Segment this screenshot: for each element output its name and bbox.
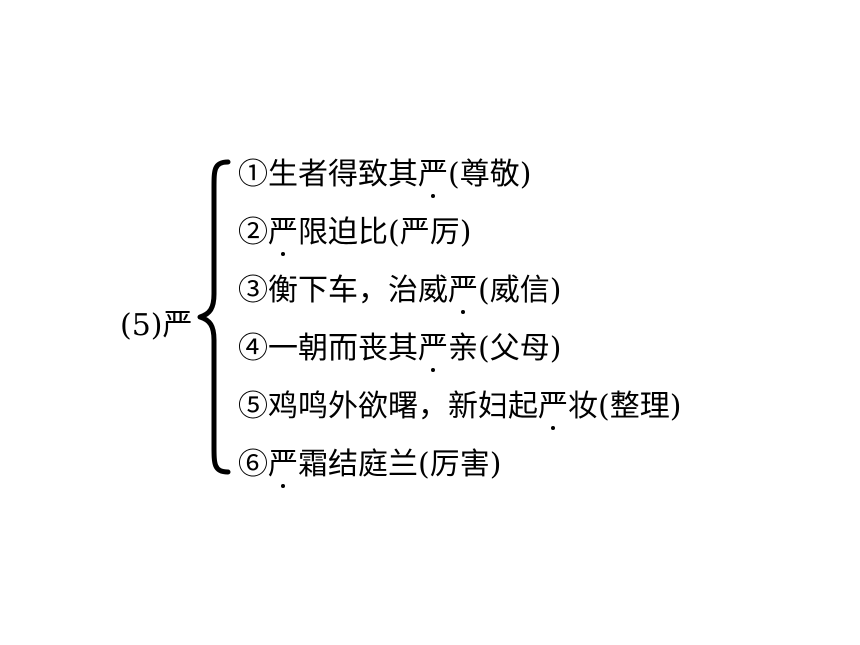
item-marker: ① xyxy=(238,157,268,192)
item-text-before: 衡下车，治威 xyxy=(268,273,448,308)
emphasized-character: 严 xyxy=(268,215,298,250)
list-item: ③衡下车，治威严(威信) xyxy=(238,271,561,311)
item-marker: ⑥ xyxy=(238,447,268,482)
list-item: ⑤鸡鸣外欲曙，新妇起严妆(整理) xyxy=(238,387,681,427)
item-text-after: 亲 xyxy=(448,331,478,366)
item-marker: ③ xyxy=(238,273,268,308)
item-marker: ④ xyxy=(238,331,268,366)
item-text-before: 生者得致其 xyxy=(268,157,418,192)
list-item: ④一朝而丧其严亲(父母) xyxy=(238,329,561,369)
emphasized-character: 严 xyxy=(268,447,298,482)
term-heading: (5)严 xyxy=(120,306,193,346)
curly-brace-icon xyxy=(197,159,231,475)
item-text-after: 霜结庭兰 xyxy=(298,447,418,482)
emphasized-character: 严 xyxy=(418,331,448,366)
item-text-before: 鸡鸣外欲曙，新妇起 xyxy=(268,389,538,424)
item-gloss: (严厉) xyxy=(388,215,472,250)
item-gloss: (厉害) xyxy=(418,447,502,482)
emphasized-character: 严 xyxy=(418,157,448,192)
item-text-after: 限迫比 xyxy=(298,215,388,250)
item-marker: ⑤ xyxy=(238,389,268,424)
item-marker: ② xyxy=(238,215,268,250)
term-word: 严 xyxy=(162,308,193,343)
emphasized-character: 严 xyxy=(538,389,568,424)
list-item: ⑥严霜结庭兰(厉害) xyxy=(238,445,501,485)
term-number: (5) xyxy=(120,308,163,343)
item-text-before: 一朝而丧其 xyxy=(268,331,418,366)
item-gloss: (整理) xyxy=(598,389,682,424)
item-gloss: (父母) xyxy=(478,331,562,366)
list-item: ①生者得致其严(尊敬) xyxy=(238,155,531,195)
emphasized-character: 严 xyxy=(448,273,478,308)
item-text-after: 妆 xyxy=(568,389,598,424)
list-item: ②严限迫比(严厉) xyxy=(238,213,471,253)
item-gloss: (威信) xyxy=(478,273,562,308)
item-gloss: (尊敬) xyxy=(448,157,532,192)
